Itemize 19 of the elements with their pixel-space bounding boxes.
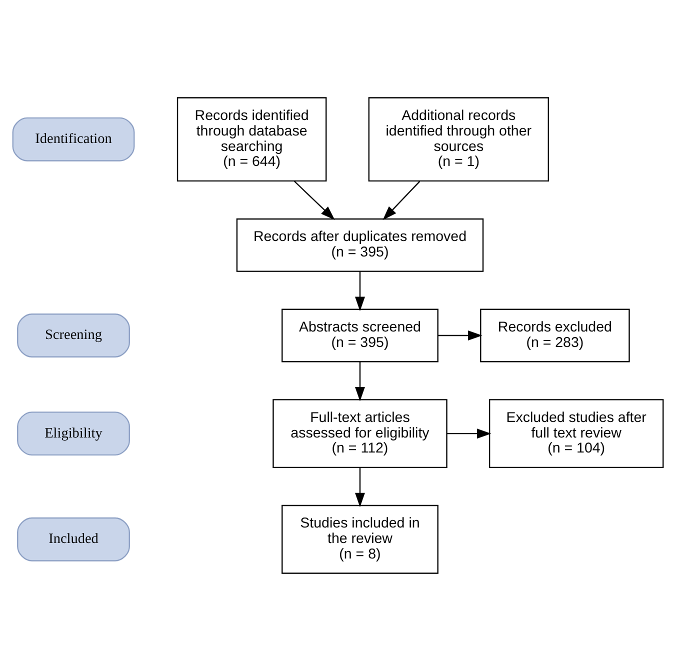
arrow	[294, 180, 335, 220]
arrow	[355, 466, 365, 507]
node-box: Excluded studies after full text review (n = 104)	[488, 398, 664, 468]
arrow	[438, 330, 482, 340]
node-box: Identification	[12, 116, 135, 161]
node-box: Records after duplicates removed (n = 395)	[236, 218, 484, 272]
node-box: Abstracts screened (n = 395)	[282, 308, 438, 362]
arrow	[447, 428, 492, 438]
arrow	[355, 270, 365, 311]
node-box: Included	[17, 516, 130, 561]
node-box: Records excluded (n = 283)	[480, 308, 630, 362]
node-box: Eligibility	[17, 411, 130, 456]
node-box: Studies included in the review (n = 8)	[282, 504, 438, 574]
node-box: Screening	[17, 313, 130, 357]
arrow	[382, 180, 420, 220]
node-box: Full-text articles assessed for eligibility (n = 112)	[272, 398, 448, 468]
arrow	[355, 361, 365, 401]
node-box: Additional records identified through other sources (n = 1)	[368, 96, 549, 182]
node-box: Records identified through database searching (n = 644)	[176, 96, 327, 182]
